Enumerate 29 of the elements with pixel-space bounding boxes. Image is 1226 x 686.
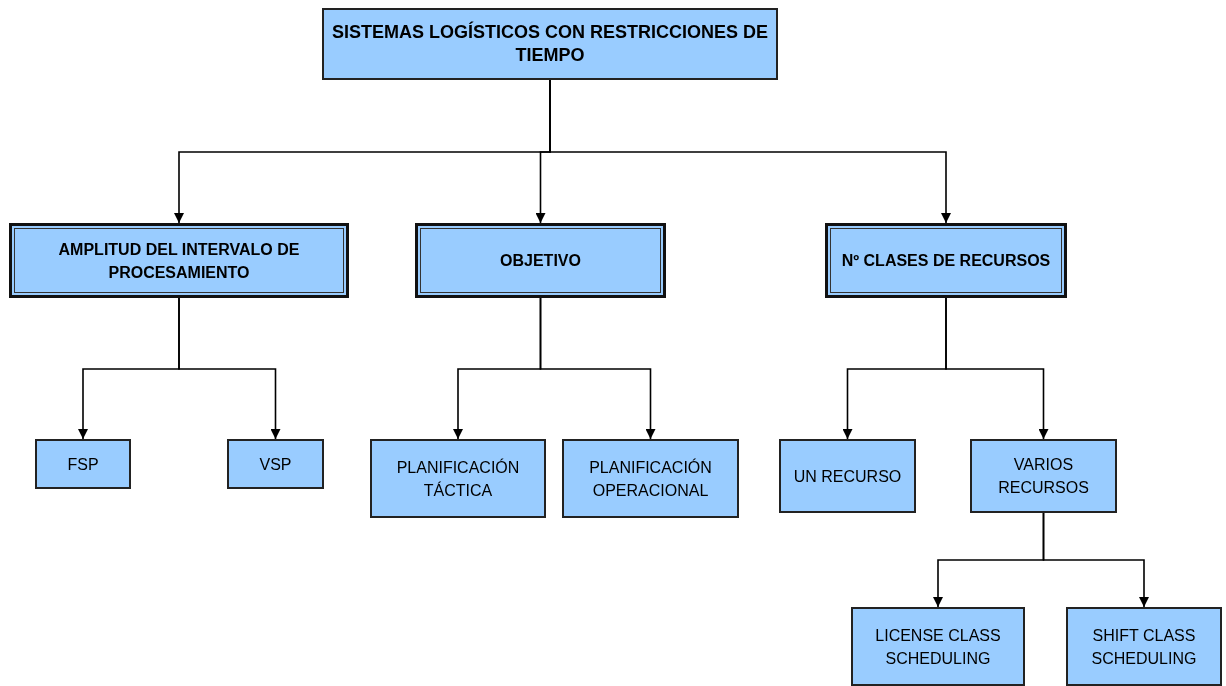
box-label: AMPLITUD DEL INTERVALO DE PROCESAMIENTO [57,239,301,283]
box-label: VARIOS RECURSOS [997,455,1090,498]
process-box [227,439,324,489]
box-label: VSP [258,454,293,475]
process-box [779,439,916,513]
box-label: SISTEMAS LOGÍSTICOS CON RESTRICCIONES DE TIEMPO [330,21,769,67]
arrow [178,297,281,440]
process-box [370,439,546,518]
box-label: PLANIFICACIÓN TÁCTICA [395,457,521,501]
process-box [1066,607,1222,686]
arrow [945,297,1049,440]
box-label: Nº CLASES DE RECURSOS [840,251,1052,271]
box-label: FSP [66,454,100,475]
process-box [562,439,739,518]
arrow [539,297,656,440]
arrow [1042,512,1149,608]
box-label: UN RECURSO [792,466,903,487]
box-label: OBJETIVO [499,251,582,271]
box-label: SHIFT CLASS SCHEDULING [1090,625,1198,669]
box-label: PLANIFICACIÓN OPERACIONAL [588,457,713,501]
process-box [970,439,1117,513]
process-box [415,223,666,298]
arrow [549,79,951,224]
process-box [825,223,1067,298]
process-box [9,223,349,298]
process-box [851,607,1025,686]
box-label: LICENSE CLASS SCHEDULING [874,625,1002,669]
process-box [322,8,778,80]
process-box [35,439,131,489]
